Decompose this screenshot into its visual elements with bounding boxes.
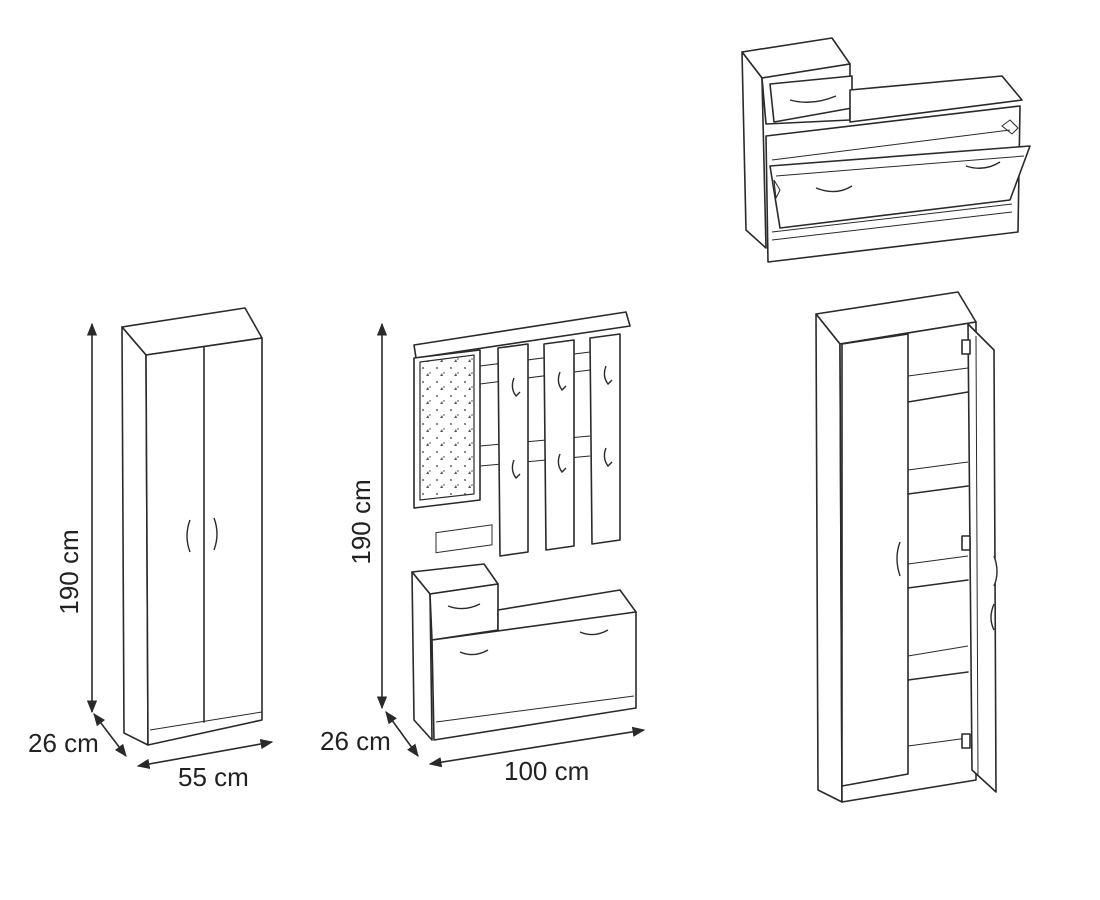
wardrobe-open-view (815, 291, 998, 803)
wardrobe-height-label: 190 cm (54, 529, 84, 614)
hallway-width-label: 100 cm (504, 756, 589, 786)
shoe-cabinet-open-view (741, 37, 1031, 263)
wardrobe-width-arrow (136, 738, 274, 770)
wardrobe-closed-view (86, 307, 274, 770)
hallway-depth-arrow (385, 710, 419, 758)
hallway-depth-label: 26 cm (320, 726, 391, 756)
hallway-set-view (376, 311, 646, 768)
wardrobe-depth-arrow (93, 712, 127, 758)
wardrobe-depth-label: 26 cm (28, 728, 99, 758)
wardrobe-width-label: 55 cm (178, 762, 249, 792)
hallway-height-label: 190 cm (346, 479, 376, 564)
hallway-width-arrow (428, 726, 646, 768)
